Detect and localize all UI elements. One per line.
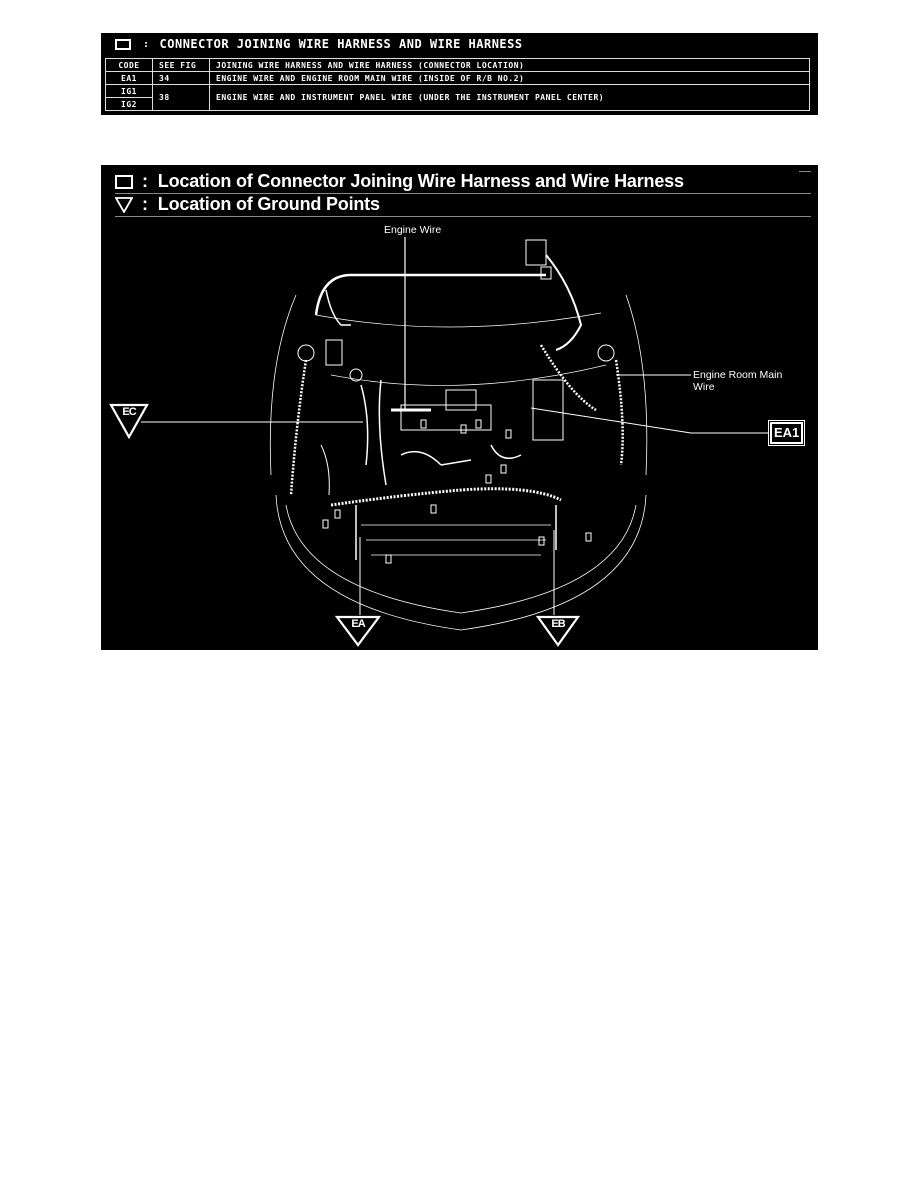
table-row: EA1 34 ENGINE WIRE AND ENGINE ROOM MAIN … [105,71,810,85]
legend-connector-label: Location of Connector Joining Wire Harne… [157,171,684,191]
header-see-fig: SEE FIG [152,58,210,72]
table-header-row: CODE SEE FIG JOINING WIRE HARNESS AND WI… [105,58,810,72]
connector-table-title-text: CONNECTOR JOINING WIRE HARNESS AND WIRE … [159,37,523,51]
callout-engine-room-main-wire-line2: Wire [693,381,715,393]
rule [799,171,811,172]
cell-description: ENGINE WIRE AND ENGINE ROOM MAIN WIRE (I… [209,71,810,85]
title-colon: : [143,38,150,50]
connector-table: CODE SEE FIG JOINING WIRE HARNESS AND WI… [105,58,810,111]
ground-point-ea-label: EA [351,618,365,630]
table-row: IG1 38 ENGINE WIRE AND INSTRUMENT PANEL … [105,84,810,111]
header-code: CODE [105,58,153,72]
header-description: JOINING WIRE HARNESS AND WIRE HARNESS (C… [209,58,810,72]
cell-code: EA1 [105,71,153,85]
legend-divider [115,216,811,217]
cell-see-fig: 38 [152,84,210,111]
ground-point-eb-icon [535,615,581,647]
legend-divider [115,193,811,194]
legend-colon: : [142,194,148,214]
legend-ground-label: Location of Ground Points [157,194,380,214]
connector-table-panel: : CONNECTOR JOINING WIRE HARNESS AND WIR… [101,33,818,115]
cell-see-fig: 34 [152,71,210,85]
ground-point-ec-icon [109,403,149,440]
callout-engine-room-main-wire: Engine Room Main Wire [693,369,782,393]
callout-engine-wire: Engine Wire [384,224,442,236]
ground-point-ea-icon [334,615,382,647]
legend-ground: : Location of Ground Points [115,194,380,215]
table-row: IG2 [105,97,810,111]
legend-colon: : [142,171,148,191]
connector-code-ea1: EA1 [767,420,806,446]
cell-code: IG2 [105,97,153,111]
engine-room-drawing [109,237,769,647]
engine-room-diagram-panel: : Location of Connector Joining Wire Har… [101,165,818,650]
cell-description: ENGINE WIRE AND INSTRUMENT PANEL WIRE (U… [209,84,810,111]
triangle-icon [115,196,133,213]
square-icon [115,38,131,50]
connector-table-title: : CONNECTOR JOINING WIRE HARNESS AND WIR… [115,37,523,51]
callout-engine-room-main-wire-line1: Engine Room Main [693,369,783,381]
cell-code: IG1 [105,84,153,98]
legend-connector: : Location of Connector Joining Wire Har… [115,171,684,192]
ground-point-ec-label: EC [122,406,136,418]
square-icon [115,174,133,189]
ground-point-eb-label: EB [551,618,565,630]
